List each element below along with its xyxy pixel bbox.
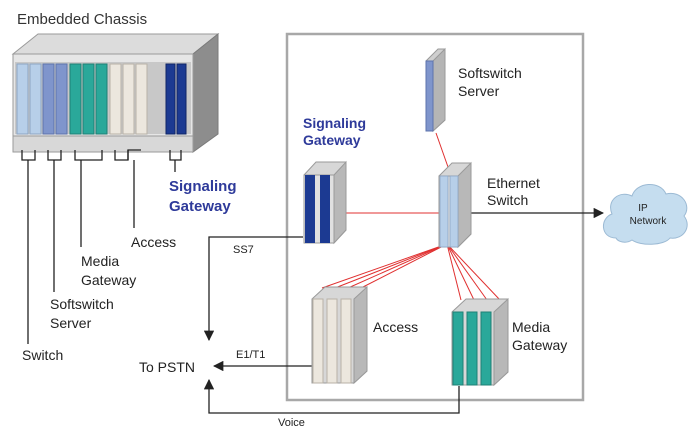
label-access: Access bbox=[131, 234, 176, 250]
label-softswitch-line1: Softswitch bbox=[50, 296, 114, 312]
label-to-pstn: To PSTN bbox=[139, 359, 195, 375]
ethernet-switch bbox=[438, 161, 472, 249]
label-softswitch-line2: Server bbox=[50, 315, 92, 331]
label-cloud-line2: Network bbox=[630, 216, 668, 227]
chassis-title: Embedded Chassis bbox=[17, 11, 147, 28]
label-media-line1: Media bbox=[81, 253, 119, 269]
chassis-leaders bbox=[21, 149, 182, 344]
label-net-signaling-line2: Gateway bbox=[303, 132, 361, 148]
label-voice: Voice bbox=[278, 417, 305, 429]
ip-network-cloud bbox=[603, 184, 688, 245]
red-links bbox=[321, 132, 501, 301]
chassis-media-cards bbox=[69, 63, 108, 135]
label-net-signaling-line1: Signaling bbox=[303, 115, 366, 131]
access-unit bbox=[311, 285, 368, 385]
network-frame bbox=[285, 32, 585, 402]
label-ethernet-line2: Switch bbox=[487, 192, 528, 208]
black-links bbox=[203, 207, 605, 414]
label-net-media-line2: Gateway bbox=[512, 337, 567, 353]
label-net-media-line1: Media bbox=[512, 319, 550, 335]
signaling-gateway bbox=[303, 160, 347, 245]
label-cloud-line1: IP bbox=[638, 203, 648, 214]
label-signaling-line2: Gateway bbox=[169, 198, 231, 215]
label-ethernet-line1: Ethernet bbox=[487, 175, 540, 191]
chassis-softswitch-cards bbox=[42, 63, 68, 135]
media-gateway bbox=[451, 297, 509, 387]
label-net-access: Access bbox=[373, 319, 418, 335]
label-e1t1: E1/T1 bbox=[236, 349, 265, 361]
chassis-signaling-cards bbox=[165, 63, 187, 135]
label-net-softswitch-line1: Softswitch bbox=[458, 65, 522, 81]
chassis-access-cards bbox=[109, 63, 148, 135]
label-switch: Switch bbox=[22, 347, 63, 363]
embedded-chassis bbox=[11, 32, 220, 344]
chassis-switch-cards bbox=[16, 63, 42, 135]
label-ss7: SS7 bbox=[233, 244, 254, 256]
label-signaling-line1: Signaling bbox=[169, 178, 237, 195]
softswitch-server bbox=[425, 47, 446, 133]
label-net-softswitch-line2: Server bbox=[458, 83, 500, 99]
label-media-line2: Gateway bbox=[81, 272, 136, 288]
